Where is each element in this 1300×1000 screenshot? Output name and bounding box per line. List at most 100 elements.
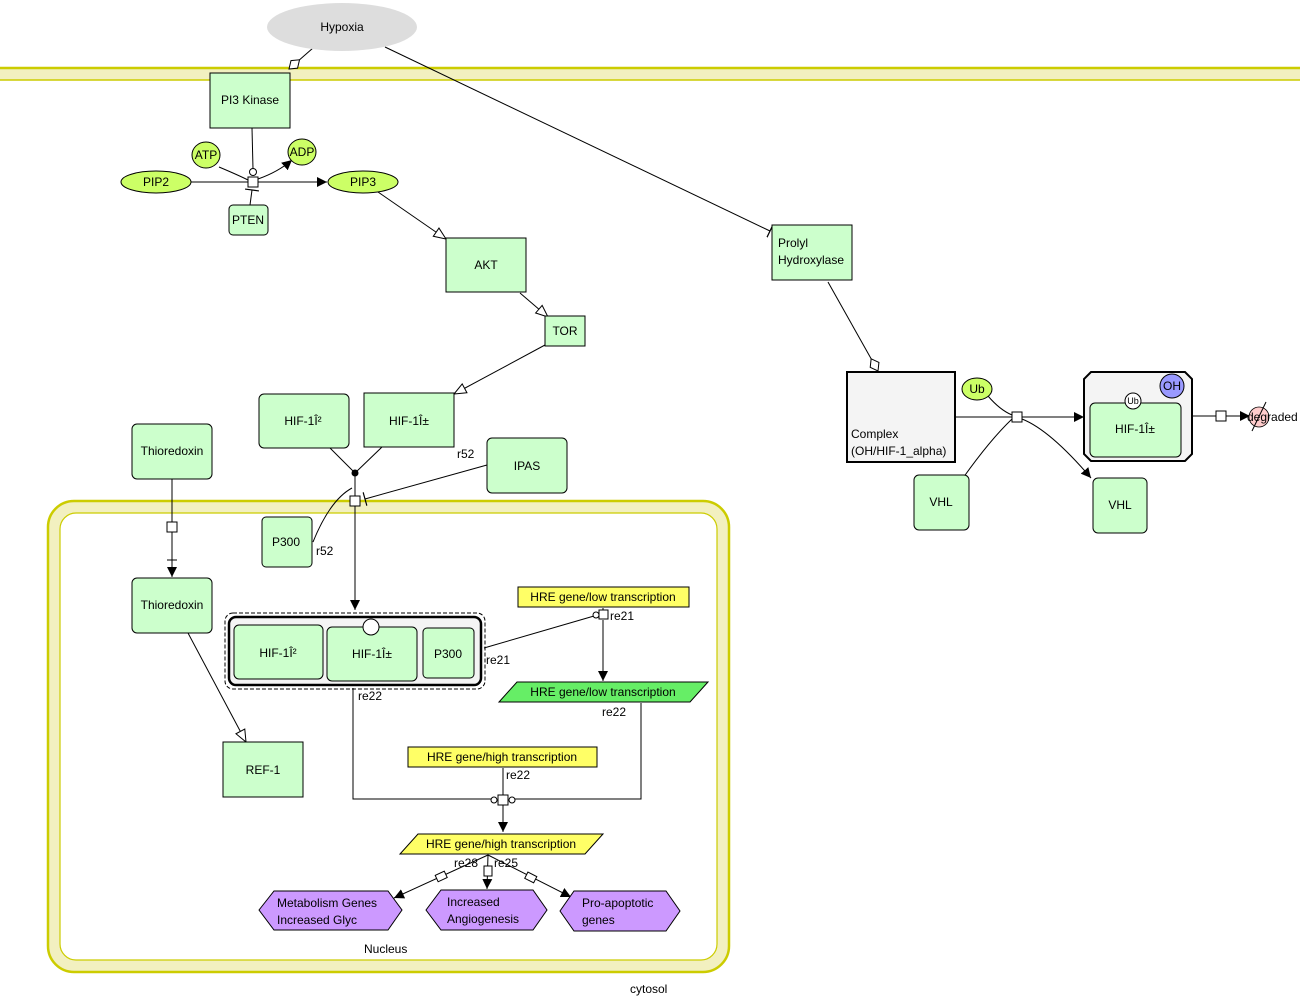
- node-complex-oh-hif1a[interactable]: Complex (OH/HIF-1_alpha): [846, 371, 956, 463]
- node-hif1-beta[interactable]: HIF-1Î²: [258, 393, 350, 449]
- svg-text:HRE gene/high transcription: HRE gene/high transcription: [427, 750, 577, 764]
- reaction-re21[interactable]: [598, 609, 609, 620]
- svg-text:PTEN: PTEN: [232, 213, 264, 227]
- node-vhl-output[interactable]: VHL: [1092, 477, 1148, 534]
- label-re22-c: re22: [506, 768, 530, 782]
- node-vhl-input[interactable]: VHL: [913, 474, 970, 531]
- svg-text:Increased Glyc: Increased Glyc: [277, 913, 357, 927]
- svg-text:P300: P300: [272, 535, 300, 549]
- node-ubiquitinated-hif1a[interactable]: HIF-1Î± Ub OH: [1083, 371, 1193, 462]
- node-degraded[interactable]: degraded: [1247, 401, 1298, 432]
- svg-text:PIP2: PIP2: [143, 175, 169, 189]
- node-ub[interactable]: Ub: [961, 377, 993, 401]
- edge-complex-re22: [352, 688, 494, 800]
- node-pip2[interactable]: PIP2: [120, 170, 192, 194]
- svg-text:VHL: VHL: [929, 495, 953, 509]
- node-thioredoxin-nucleus[interactable]: Thioredoxin: [131, 577, 213, 634]
- node-pten[interactable]: PTEN: [228, 204, 269, 236]
- edge-hypoxia-pi3k: [288, 47, 314, 70]
- modification-site: [362, 618, 380, 636]
- svg-text:ATP: ATP: [195, 148, 217, 162]
- node-hypoxia[interactable]: Hypoxia: [267, 3, 417, 51]
- svg-text:Prolyl: Prolyl: [778, 236, 808, 250]
- label-r52-a: r52: [457, 447, 475, 461]
- node-prolyl-hydroxylase[interactable]: Prolyl Hydroxylase: [771, 224, 853, 281]
- svg-text:PIP3: PIP3: [350, 175, 376, 189]
- edge-pi3k-catalysis: [251, 127, 254, 170]
- svg-text:Ub: Ub: [969, 382, 985, 396]
- node-tor[interactable]: TOR: [544, 315, 586, 347]
- transcription-markers: [434, 865, 538, 884]
- svg-text:VHL: VHL: [1108, 498, 1132, 512]
- reaction-re22[interactable]: [497, 794, 509, 806]
- svg-text:Hypoxia: Hypoxia: [320, 20, 364, 34]
- catalysis-marker: [249, 168, 257, 176]
- edge-tor-hif1a: [454, 344, 546, 394]
- edge-akt-tor: [519, 292, 548, 317]
- svg-text:HIF-1Î±: HIF-1Î±: [352, 646, 392, 661]
- node-pip3[interactable]: PIP3: [327, 170, 399, 194]
- node-pi3-kinase[interactable]: PI3 Kinase: [209, 72, 291, 129]
- svg-text:Complex: Complex: [851, 427, 898, 441]
- reaction-thioredoxin-transport[interactable]: [166, 521, 178, 533]
- edge-ub-reaction: [987, 395, 1013, 416]
- edge-atp-reaction: [218, 166, 249, 181]
- node-ipas[interactable]: IPAS: [486, 437, 568, 494]
- node-pro-apoptotic-genes[interactable]: Pro-apoptotic genes: [559, 890, 681, 932]
- node-metabolism-genes[interactable]: Metabolism Genes Increased Glyc: [258, 890, 403, 931]
- catalysis-marker-re22-left: [490, 796, 498, 804]
- cytosol-label: cytosol: [630, 982, 667, 996]
- svg-text:PI3 Kinase: PI3 Kinase: [221, 93, 279, 107]
- edge-pten-inhibits: [244, 188, 260, 206]
- svg-text:HRE gene/low transcription: HRE gene/low transcription: [530, 590, 675, 604]
- edge-thioredoxin-ref1: [187, 632, 246, 742]
- complex-member-p300[interactable]: P300: [422, 627, 475, 679]
- node-p300[interactable]: P300: [261, 516, 313, 568]
- svg-text:HRE gene/high transcription: HRE gene/high transcription: [426, 837, 576, 851]
- svg-text:(OH/HIF-1_alpha): (OH/HIF-1_alpha): [851, 444, 946, 458]
- node-angiogenesis[interactable]: Increased Angiogenesis: [425, 889, 548, 931]
- node-hre-low-rna[interactable]: HRE gene/low transcription: [497, 681, 710, 703]
- complex-member-hif1-alpha[interactable]: HIF-1Î±: [326, 618, 418, 682]
- catalysis-marker-re21: [592, 611, 600, 619]
- node-hif1-alpha[interactable]: HIF-1Î±: [363, 392, 455, 448]
- node-akt[interactable]: AKT: [445, 237, 527, 293]
- edge-vhl-reaction: [962, 418, 1013, 479]
- label-re28: re28: [454, 856, 478, 870]
- label-re22-a: re22: [358, 689, 382, 703]
- association-point: [351, 469, 359, 477]
- edge-p300-reaction: [312, 487, 353, 543]
- node-hre-high-gene[interactable]: HRE gene/high transcription: [407, 746, 598, 768]
- edge-complex-re21: [483, 615, 595, 649]
- svg-text:Metabolism Genes: Metabolism Genes: [277, 896, 377, 910]
- svg-text:OH: OH: [1163, 379, 1181, 393]
- reaction-pip2-pip3[interactable]: [247, 176, 259, 188]
- reaction-degradation[interactable]: [1215, 410, 1227, 422]
- label-re21-b: re21: [486, 653, 510, 667]
- svg-text:Increased: Increased: [447, 895, 500, 909]
- complex-member-hif1-beta[interactable]: HIF-1Î²: [233, 624, 324, 680]
- ub-site: [1124, 392, 1142, 410]
- node-hre-low-gene[interactable]: HRE gene/low transcription: [517, 586, 690, 608]
- nucleus-label: Nucleus: [364, 942, 407, 956]
- edge-hif1a-assoc: [354, 446, 383, 474]
- node-hif-p300-complex[interactable]: HIF-1Î² HIF-1Î± P300: [224, 612, 486, 690]
- node-atp[interactable]: ATP: [191, 141, 221, 169]
- reaction-ubiquitination[interactable]: [1011, 411, 1023, 423]
- node-adp[interactable]: ADP: [287, 138, 317, 166]
- edge-ipas-inhibits: [362, 464, 488, 506]
- svg-text:HIF-1Î±: HIF-1Î±: [1115, 421, 1155, 436]
- cell-membrane: [0, 66, 1300, 81]
- node-ref1[interactable]: REF-1: [222, 741, 304, 798]
- label-re21-a: re21: [610, 609, 634, 623]
- label-r52-b: r52: [316, 544, 334, 558]
- svg-text:AKT: AKT: [474, 258, 498, 272]
- node-hre-high-rna[interactable]: HRE gene/high transcription: [398, 833, 605, 855]
- svg-text:Pro-apoptotic: Pro-apoptotic: [582, 896, 653, 910]
- svg-text:Ub: Ub: [1127, 396, 1139, 406]
- reaction-r52[interactable]: [349, 495, 361, 507]
- node-thioredoxin-cytosol[interactable]: Thioredoxin: [131, 423, 213, 480]
- edge-hif1b-assoc: [329, 447, 356, 474]
- svg-text:degraded: degraded: [1247, 410, 1298, 424]
